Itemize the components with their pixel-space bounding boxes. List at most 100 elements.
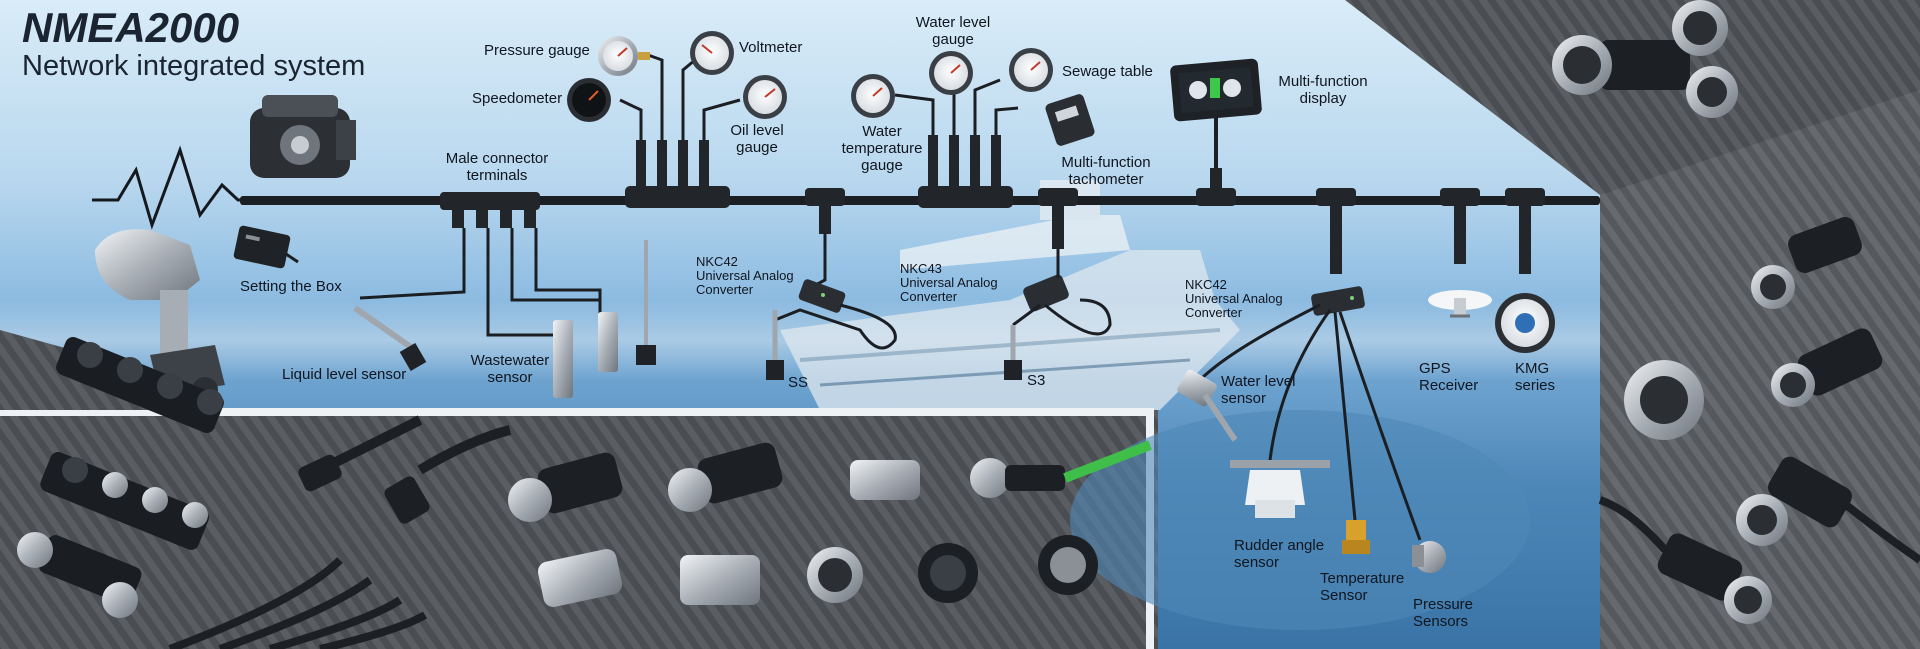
kmg-series-instrument-image <box>1495 293 1555 353</box>
t-connector-2 <box>1038 188 1078 249</box>
voltmeter-image <box>690 31 734 75</box>
rudder-angle-sensor-image <box>1230 460 1330 518</box>
nkc42-converter-a-image <box>766 279 897 380</box>
page-subtitle: Network integrated system <box>22 50 366 82</box>
multi-function-tachometer-image <box>1045 94 1095 146</box>
label-water-level-gauge-line1: Water level <box>915 14 991 31</box>
label-multi-function-tachometer: Multi-function tachometer <box>1051 154 1161 188</box>
label-speedometer: Speedometer <box>472 90 563 107</box>
label-nkc42b-line2: Universal Analog <box>1185 291 1283 306</box>
label-gps-line1: GPS <box>1419 360 1451 377</box>
field-attachable-connectors-image <box>508 440 1152 607</box>
label-oil-level-gauge: Oil level gauge <box>727 122 787 156</box>
label-kmg-line2: series <box>1515 377 1556 394</box>
label-pressure-sensors: Pressure Sensors <box>1413 596 1473 630</box>
label-water-temp-line1: Water <box>862 123 902 140</box>
gps-receiver-image <box>1428 290 1492 318</box>
multiport-tee-block-2-image <box>40 452 209 550</box>
label-temp-sensor-line1: Temperature <box>1320 570 1405 587</box>
label-nkc42a-line3: Converter <box>696 282 754 297</box>
label-kmg-line1: KMG <box>1515 360 1550 377</box>
label-male-conn-line2: terminals <box>466 167 528 184</box>
label-oil-level-gauge-line2: gauge <box>736 139 778 156</box>
male-connector-terminal-block <box>359 192 602 337</box>
label-wastewater-line1: Wastewater <box>470 352 550 369</box>
label-s3: S3 <box>1027 372 1046 389</box>
label-oil-level-gauge-line1: Oil level <box>730 122 784 139</box>
label-water-temp-line2: temperature <box>841 140 923 157</box>
m12-tee-connector-image <box>1552 0 1738 118</box>
label-nkc42b-line1: NKC42 <box>1185 277 1227 292</box>
label-nkc42b-line3: Converter <box>1185 305 1243 320</box>
nkc42-converter-b-image <box>1198 286 1422 541</box>
t-connector-5 <box>1440 188 1480 264</box>
right-connector-3-image <box>1771 328 1883 407</box>
pressure-gauge-image <box>598 36 650 76</box>
tee-connector-image <box>17 532 142 618</box>
label-nkc42-converter-b: NKC42 Universal Analog Converter <box>1185 278 1283 320</box>
label-water-level-sensor-line2: sensor <box>1221 390 1267 407</box>
nkc43-converter-image <box>1004 249 1112 380</box>
label-multi-function-display: Multi-function display <box>1268 73 1378 107</box>
label-sewage-table: Sewage table <box>1062 63 1153 80</box>
pressure-sensor-image <box>1412 541 1446 573</box>
label-nkc43-line3: Converter <box>900 289 958 304</box>
water-level-sensor-image <box>1177 369 1238 442</box>
label-mft-line1: Multi-function <box>1061 154 1151 171</box>
setting-box-image <box>233 225 299 269</box>
label-male-connector-terminals: Male connector terminals <box>437 150 557 184</box>
label-rudder-line2: sensor <box>1234 554 1280 571</box>
label-kmg-series: KMG series <box>1515 360 1555 394</box>
multiport-tee-block-1-image <box>56 337 224 433</box>
cordset-cables-image <box>168 415 512 649</box>
temperature-sensor-image <box>1342 520 1370 554</box>
multi-function-display-image <box>1170 58 1262 170</box>
label-setting-box: Setting the Box <box>240 278 342 295</box>
t-connector-4 <box>1316 188 1356 274</box>
gauge-hub-2 <box>918 135 1013 208</box>
label-water-level-gauge-line2: gauge <box>932 31 974 48</box>
label-male-conn-line1: Male connector <box>445 150 549 167</box>
label-rudder-line1: Rudder angle <box>1234 537 1325 554</box>
label-temperature-sensor: Temperature Sensor <box>1320 570 1404 604</box>
label-water-temperature-gauge: Water temperature gauge <box>834 123 930 174</box>
water-temperature-gauge-image <box>851 74 895 118</box>
label-temp-sensor-line2: Sensor <box>1320 587 1368 604</box>
label-water-level-gauge: Water level gauge <box>912 14 994 48</box>
label-wastewater-sensor: Wastewater sensor <box>466 352 554 386</box>
label-nkc42-converter-a: NKC42 Universal Analog Converter <box>696 255 794 297</box>
label-pressure-sensors-line1: Pressure <box>1413 596 1474 613</box>
wastewater-sensor-image <box>553 240 656 398</box>
t-connector-1 <box>805 188 845 290</box>
t-connector-6 <box>1505 188 1545 274</box>
right-connector-5-image <box>1598 496 1772 624</box>
t-connector-3 <box>1196 168 1236 206</box>
label-gps-line2: Receiver <box>1419 377 1479 394</box>
label-rudder-angle-sensor: Rudder angle sensor <box>1234 537 1324 571</box>
label-nkc43-line2: Universal Analog <box>900 275 998 290</box>
gauge-hub-1 <box>625 140 730 208</box>
label-water-level-sensor: Water level sensor <box>1221 373 1295 407</box>
label-pressure-gauge: Pressure gauge <box>484 42 590 59</box>
right-connector-2-image <box>1624 360 1704 440</box>
label-mft-line2: tachometer <box>1068 171 1144 188</box>
label-gps-receiver: GPS Receiver <box>1419 360 1478 394</box>
sewage-table-gauge-image <box>1009 48 1053 92</box>
label-pressure-sensors-line2: Sensors <box>1413 613 1469 630</box>
label-mfd-line2: display <box>1299 90 1347 107</box>
label-water-level-sensor-line1: Water level <box>1221 373 1296 390</box>
label-nkc42a-line2: Universal Analog <box>696 268 794 283</box>
label-ss: SS <box>788 374 809 391</box>
right-angle-connector-image <box>1736 456 1920 564</box>
label-mfd-line1: Multi-function <box>1278 73 1368 90</box>
oil-level-gauge-image <box>743 75 787 119</box>
label-wastewater-line2: sensor <box>487 369 533 386</box>
speedometer-image <box>567 78 611 122</box>
label-nkc43-line1: NKC43 <box>900 261 942 276</box>
signal-waveform <box>92 145 250 230</box>
label-nkc43-converter: NKC43 Universal Analog Converter <box>900 262 998 304</box>
page-title: NMEA2000 <box>22 4 240 51</box>
